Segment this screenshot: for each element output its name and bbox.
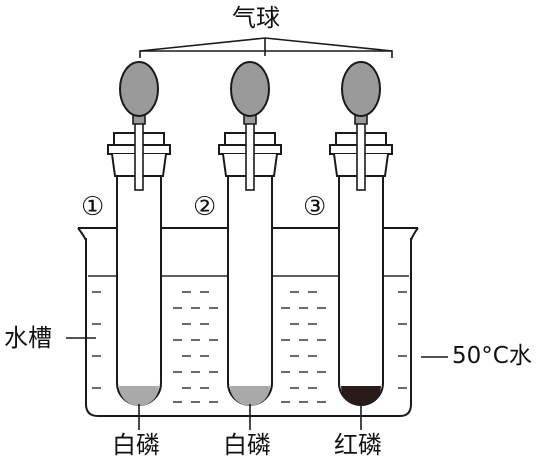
balloon (341, 61, 381, 117)
phosphorus-sample (230, 386, 270, 406)
label-pointers (66, 337, 448, 430)
glass-tube (134, 117, 144, 191)
test-tubes (107, 61, 393, 406)
sample-2-label: 白磷 (223, 431, 271, 459)
glass-tube (245, 117, 255, 191)
tube-2-number: ② (193, 192, 217, 222)
test-tube-3 (329, 61, 393, 406)
test-tube-1 (107, 61, 171, 406)
balloon-label: 气球 (232, 4, 280, 32)
balloon (230, 61, 270, 117)
tube-glass (338, 162, 384, 406)
tube-1-number: ① (81, 192, 105, 222)
water-dashes (92, 291, 407, 403)
phosphorus-sample (119, 386, 159, 406)
balloon-pointer-lines (139, 37, 393, 58)
test-tube-2 (218, 61, 282, 406)
sample-3-label: 红磷 (334, 431, 382, 459)
water-temperature-label: 50°C水 (452, 343, 532, 369)
glass-tube (356, 117, 366, 191)
tube-glass (227, 162, 273, 406)
phosphorus-sample (341, 386, 381, 406)
tube-glass (116, 162, 162, 406)
sample-1-label: 白磷 (112, 431, 160, 459)
tube-3-number: ③ (303, 192, 327, 222)
balloon (119, 61, 159, 117)
trough-label: 水槽 (4, 324, 52, 352)
